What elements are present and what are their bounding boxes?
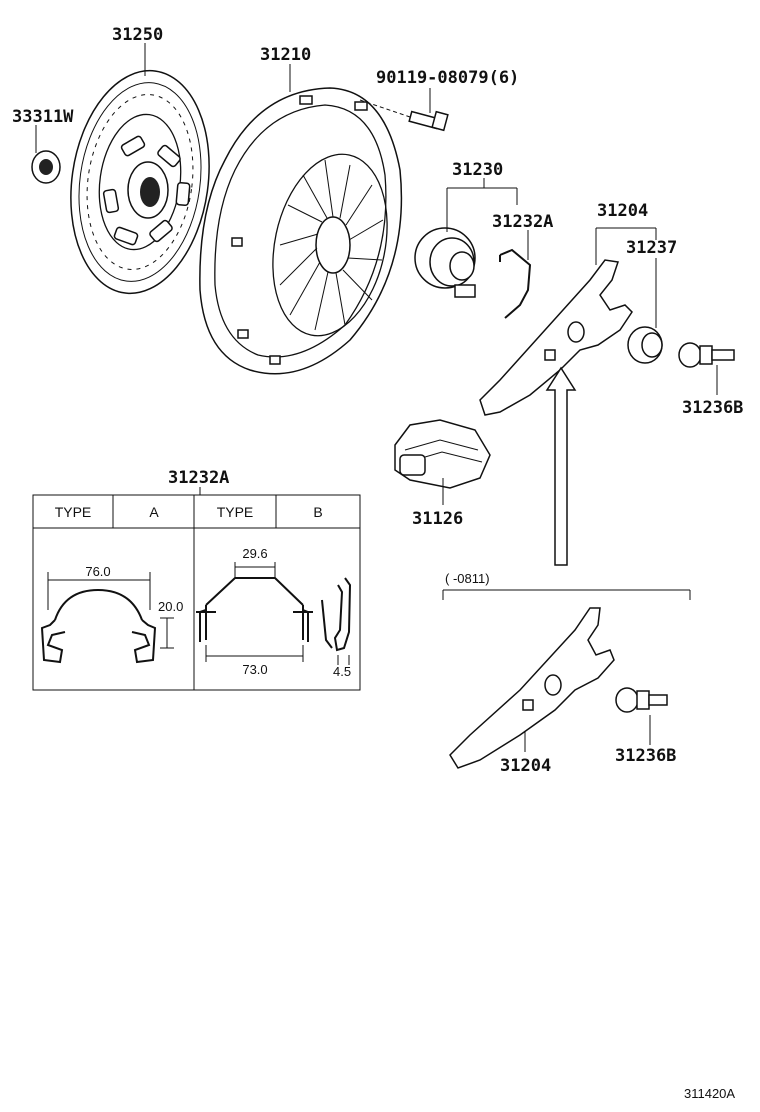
clip-31232A[interactable] <box>499 248 532 319</box>
label-31126: 31126 <box>412 509 463 529</box>
diagram-code: 311420A <box>684 1086 735 1101</box>
release-bearing-31230[interactable] <box>414 227 476 298</box>
label-31204-top: 31204 <box>597 201 648 221</box>
label-31237: 31237 <box>626 238 677 258</box>
dim-a-height: 20.0 <box>158 599 183 614</box>
clip-type-b: 29.6 73.0 4.5 <box>196 546 351 679</box>
col-type-2: TYPE <box>217 504 254 520</box>
label-90119-08079: 90119-08079(6) <box>376 68 519 88</box>
release-fork-31204-top[interactable] <box>479 259 633 416</box>
variant-arrow <box>545 366 577 566</box>
pilot-bearing-33311W[interactable] <box>31 150 61 184</box>
col-type-1: TYPE <box>55 504 92 520</box>
dim-a-width: 76.0 <box>85 564 110 579</box>
inset-title: 31232A <box>168 468 229 488</box>
dim-b-side: 4.5 <box>333 664 351 679</box>
fork-boot-31237[interactable] <box>627 326 663 364</box>
label-31230: 31230 <box>452 160 503 180</box>
clutch-disc-31250[interactable] <box>57 62 223 303</box>
bolt-90119-08079[interactable] <box>359 99 449 132</box>
col-a: A <box>149 504 159 520</box>
label-31236B-top: 31236B <box>682 398 743 418</box>
pivot-31236B-bottom[interactable] <box>615 687 668 713</box>
dim-b-width: 73.0 <box>242 662 267 677</box>
label-33311W: 33311W <box>12 107 74 127</box>
label-31210: 31210 <box>260 45 311 65</box>
clip-type-a: 76.0 20.0 <box>40 564 183 664</box>
label-31232A: 31232A <box>492 212 553 232</box>
clip-types-inset: 31232A TYPE A TYPE B 76.0 20.0 <box>32 468 361 691</box>
label-31204-bottom: 31204 <box>500 756 551 776</box>
label-31236B-bottom: 31236B <box>615 746 676 766</box>
label-31250: 31250 <box>112 25 163 45</box>
range-bracket: ( -0811) <box>442 571 691 600</box>
release-fork-31204-bottom[interactable] <box>449 607 615 769</box>
dust-boot-31126[interactable] <box>394 419 491 489</box>
clutch-cover-31210[interactable] <box>199 87 403 375</box>
range-label: ( -0811) <box>445 571 490 586</box>
pivot-31236B-top[interactable] <box>678 342 735 368</box>
dim-b-top: 29.6 <box>242 546 267 561</box>
col-b: B <box>313 504 322 520</box>
